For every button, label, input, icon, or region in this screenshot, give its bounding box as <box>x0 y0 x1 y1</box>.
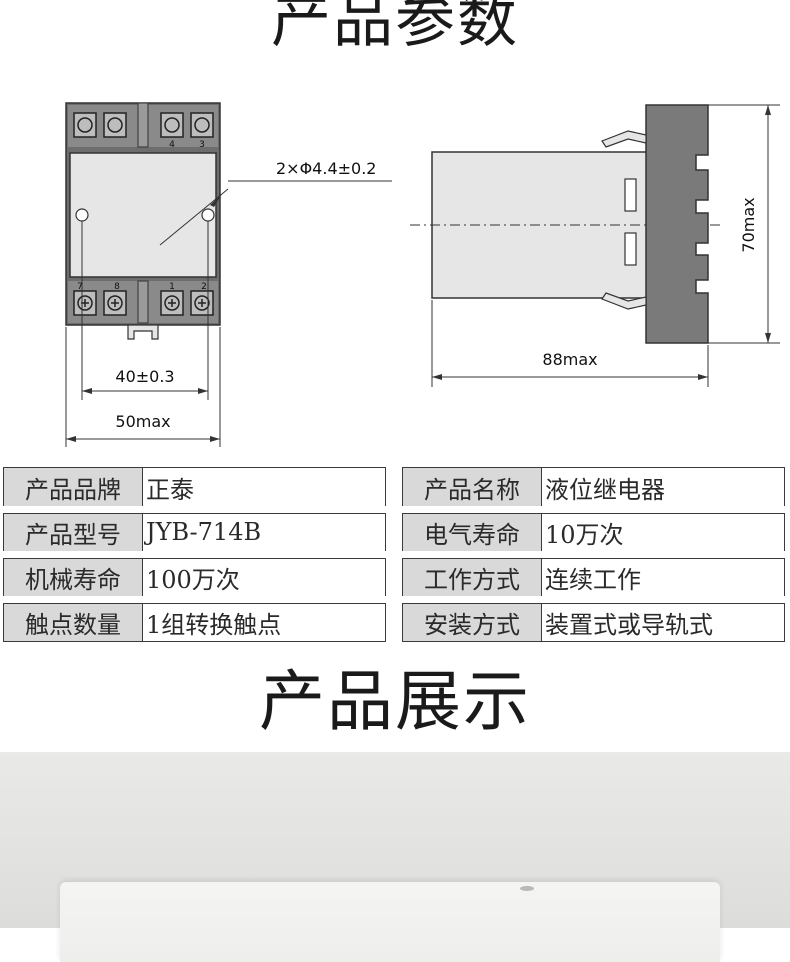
front-view: 4 3 7 8 1 2 2×Φ4.4±0.2 <box>65 102 392 447</box>
spec-key: 机械寿命 <box>3 551 143 600</box>
spec-value: 100万次 <box>142 551 386 600</box>
side-view: 88max 70max <box>410 104 780 387</box>
spec-row: 电气寿命 10万次 <box>402 506 785 555</box>
dim-height: 70max <box>739 197 758 252</box>
spec-key: 触点数量 <box>3 596 143 642</box>
spec-row: 工作方式 连续工作 <box>402 551 785 600</box>
spec-key: 安装方式 <box>402 596 542 642</box>
spec-value: 正泰 <box>142 467 386 510</box>
product-device-image <box>60 882 720 962</box>
spec-value: 10万次 <box>541 506 785 555</box>
product-indicator-dot <box>520 886 534 891</box>
spec-value: JYB-714B <box>142 506 386 555</box>
spec-key: 产品名称 <box>402 467 542 510</box>
spec-value: 连续工作 <box>541 551 785 600</box>
spec-table-left: 产品品牌 正泰 产品型号 JYB-714B 机械寿命 100万次 触点数量 1组… <box>3 467 386 642</box>
spec-row: 产品名称 液位继电器 <box>402 467 785 510</box>
terminal-label: 1 <box>169 282 175 292</box>
spec-key: 工作方式 <box>402 551 542 600</box>
spec-value: 1组转换触点 <box>142 596 386 642</box>
spec-value: 液位继电器 <box>541 467 785 510</box>
terminal-label: 3 <box>199 140 205 150</box>
section-title-show: 产品展示 <box>259 663 531 740</box>
dim-outer: 50max <box>115 412 170 431</box>
hole-note: 2×Φ4.4±0.2 <box>276 159 376 178</box>
spec-table-right: 产品名称 液位继电器 电气寿命 10万次 工作方式 连续工作 安装方式 装置式或… <box>402 467 785 642</box>
terminal-label: 8 <box>114 282 120 292</box>
product-photo <box>0 752 790 962</box>
spec-row: 产品型号 JYB-714B <box>3 506 386 555</box>
spec-row: 机械寿命 100万次 <box>3 551 386 600</box>
spec-key: 产品品牌 <box>3 467 143 510</box>
terminal-label: 2 <box>201 282 207 292</box>
terminal-label: 7 <box>77 282 83 292</box>
section-title-params: 产品参数 <box>271 0 519 56</box>
spec-row: 安装方式 装置式或导轨式 <box>402 596 785 642</box>
spec-row: 触点数量 1组转换触点 <box>3 596 386 642</box>
dim-inner: 40±0.3 <box>115 367 174 386</box>
spec-row: 产品品牌 正泰 <box>3 467 386 510</box>
spec-value: 装置式或导轨式 <box>541 596 785 642</box>
dimension-drawing: 4 3 7 8 1 2 2×Φ4.4±0.2 <box>65 102 780 447</box>
dim-length: 88max <box>542 350 597 369</box>
spec-key: 电气寿命 <box>402 506 542 555</box>
terminal-label: 4 <box>169 140 175 150</box>
spec-key: 产品型号 <box>3 506 143 555</box>
